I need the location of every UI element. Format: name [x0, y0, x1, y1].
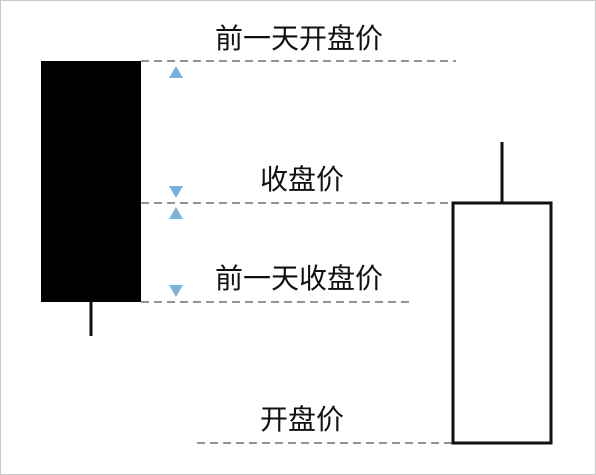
down-arrow-icon — [169, 285, 183, 297]
label-close: 收盘价 — [260, 163, 345, 196]
label-open: 开盘价 — [260, 403, 345, 436]
down-arrow-icon — [169, 186, 183, 198]
label-prev-close: 前一天收盘价 — [215, 262, 384, 295]
label-prev-open: 前一天开盘价 — [215, 22, 384, 55]
left-candle-body — [41, 61, 141, 302]
up-arrow-icon — [169, 207, 183, 219]
up-arrow-icon — [169, 66, 183, 78]
right-candle-body — [451, 201, 553, 445]
